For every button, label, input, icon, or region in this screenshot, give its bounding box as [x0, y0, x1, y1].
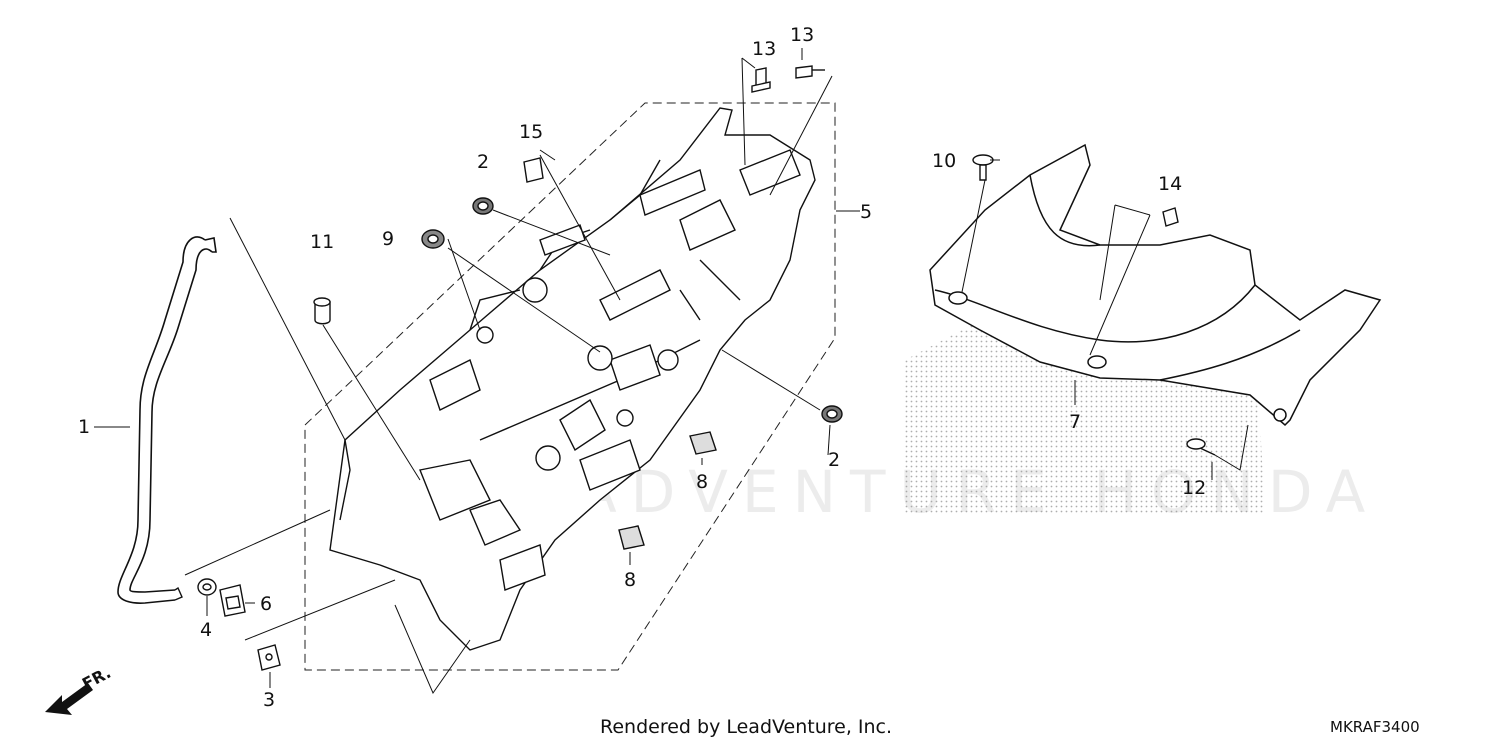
callout-2-upper: 2 [477, 151, 489, 173]
leader-lines [94, 48, 1249, 695]
callout-1: 1 [78, 416, 90, 438]
callout-13-left: 13 [752, 38, 776, 60]
callout-15: 15 [519, 121, 543, 143]
part-side-cover [929, 143, 1382, 427]
callout-8-lower: 8 [624, 569, 636, 591]
diagram-code: MKRAF3400 [1330, 718, 1420, 736]
footer-rendered-by: Rendered by LeadVenture, Inc. [600, 716, 893, 738]
front-direction-indicator: FR. [45, 663, 114, 715]
part-inner-fender [329, 107, 816, 651]
callout-8-upper: 8 [696, 471, 708, 493]
callout-10: 10 [932, 150, 956, 172]
callout-9: 9 [382, 228, 394, 250]
callout-6: 6 [260, 593, 272, 615]
front-arrow-icon [45, 683, 93, 715]
callout-11: 11 [310, 231, 334, 253]
callout-2-right: 2 [828, 449, 840, 471]
assembly-dashed-outline [304, 102, 836, 671]
callout-12: 12 [1182, 477, 1206, 499]
callout-4: 4 [200, 619, 212, 641]
callout-13-right: 13 [790, 24, 814, 46]
callout-7: 7 [1069, 411, 1081, 433]
part-hose [117, 236, 217, 604]
part-grommets [197, 65, 1216, 671]
callout-3: 3 [263, 689, 275, 711]
callout-14: 14 [1158, 173, 1182, 195]
callouts: 1 2 2 3 4 5 6 7 8 8 9 10 11 12 13 13 14 … [78, 24, 1206, 711]
callout-5: 5 [860, 201, 872, 223]
